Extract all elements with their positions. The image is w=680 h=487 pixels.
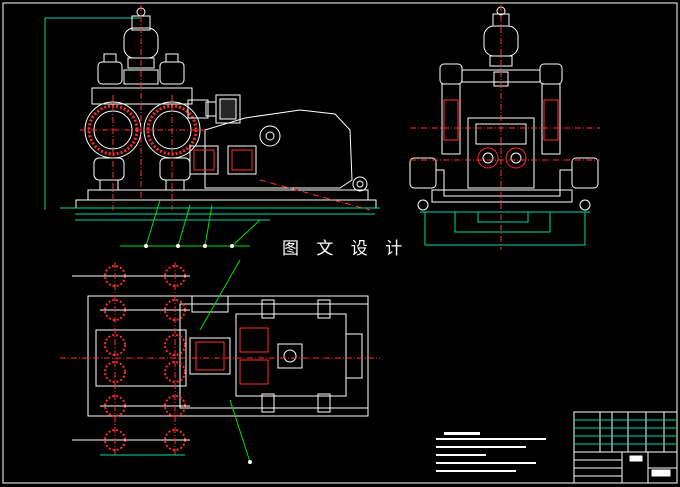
front-elevation-view (44, 5, 380, 221)
crankcase-body (204, 109, 353, 189)
plan-view (60, 262, 380, 456)
part-balloons (144, 244, 252, 464)
part-leaders (120, 199, 261, 463)
technical-notes (436, 432, 546, 472)
watermark-text: 图 文 设 计 (282, 239, 409, 259)
side-elevation-view (409, 5, 600, 250)
title-block (573, 411, 678, 484)
